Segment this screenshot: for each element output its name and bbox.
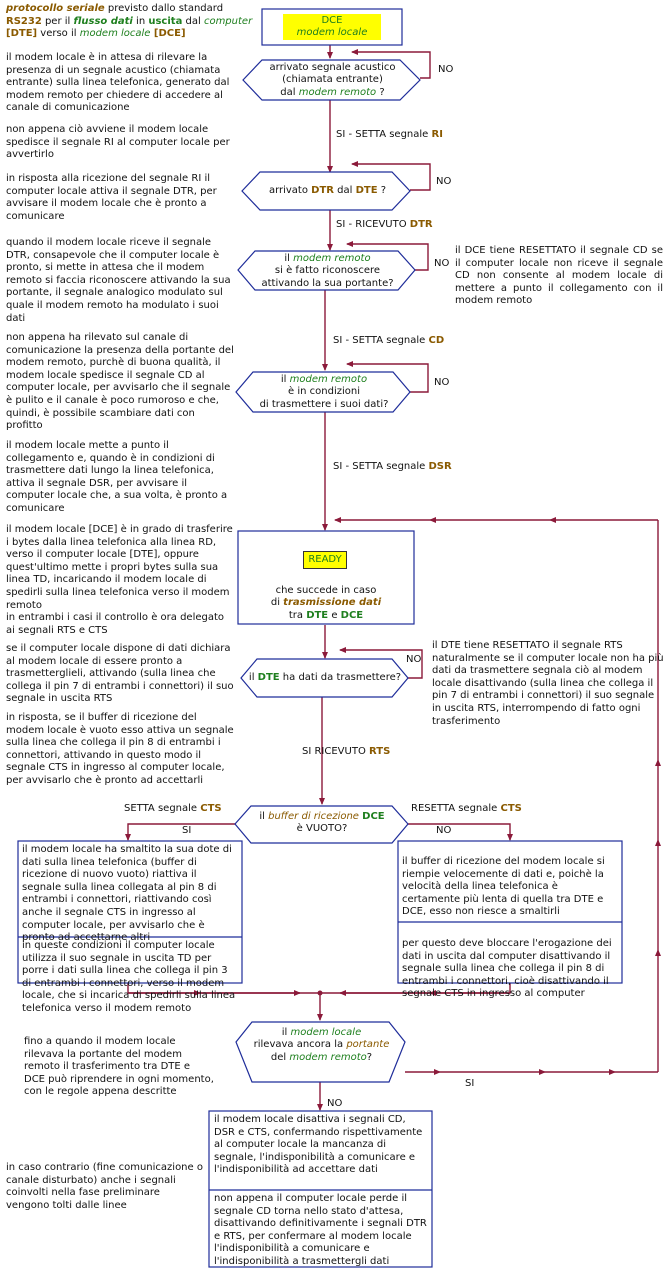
label-no-1: NO <box>438 64 454 75</box>
loop-line <box>346 241 429 271</box>
decision-d6-shape <box>234 805 409 844</box>
merge-dot <box>317 990 323 996</box>
dce-title-box: DCE modem locale <box>283 15 381 39</box>
left-box-frame <box>17 840 243 984</box>
label-si-setta-dsr: SI - SETTA segnale DSR <box>333 461 452 472</box>
label-no-2: NO <box>436 176 452 187</box>
decision-d6: il buffer di ricezione DCE è VUOTO? <box>259 811 385 835</box>
decision-d1-shape <box>242 59 421 101</box>
loop-line <box>351 49 431 79</box>
note-11: fino a quando il modem locale rilevava l… <box>24 1036 214 1098</box>
box-right-top: il buffer di ricezione del modem locale … <box>402 856 605 918</box>
note-6: il modem locale mette a punto il collega… <box>6 440 228 514</box>
box-right-bottom: per questo deve bloccare l'erogazione de… <box>402 938 612 1000</box>
note-1: il modem locale è in attesa di rilevare … <box>6 52 230 114</box>
note-2: non appena ciò avviene il modem locale s… <box>6 124 230 161</box>
loop-line <box>339 647 423 679</box>
label-no-right: NO <box>436 825 452 836</box>
end-box-frame <box>208 1110 433 1268</box>
right-note-rts: il DTE tiene RESETTATO il segnale RTS na… <box>432 640 664 727</box>
decision-d1: arrivato segnale acustico (chiamata entr… <box>269 62 396 98</box>
loop-line <box>351 161 431 191</box>
note-7: il modem locale [DCE] è in grado di tras… <box>6 524 233 611</box>
label-si-ricevuto-rts: SI RICEVUTO RTS <box>302 746 391 757</box>
branch-line <box>408 823 513 841</box>
ready-box-frame <box>237 530 415 625</box>
right-box-frame <box>397 840 623 984</box>
ready-caption: che succede in caso di trasmissione dati… <box>270 585 382 621</box>
dce-title: DCE <box>321 15 343 26</box>
loop-line <box>346 361 429 393</box>
decision-d4-shape <box>235 371 411 413</box>
decision-d7: il modem locale rilevava ancora la porta… <box>253 1027 390 1063</box>
decision-d2-shape <box>241 171 411 211</box>
label-si-setta-cd: SI - SETTA segnale CD <box>333 335 445 346</box>
box-end-top: il modem locale disattiva i segnali CD, … <box>214 1114 423 1176</box>
dce-subtitle: modem locale <box>296 27 368 38</box>
intro-text: protocollo seriale previsto dallo standa… <box>6 3 253 40</box>
note-3: in risposta alla ricezione del segnale R… <box>6 173 217 222</box>
label-si-setta-ri: SI - SETTA segnale RI <box>336 129 443 140</box>
decision-d3: il modem remoto si è fatto riconoscere a… <box>261 253 394 289</box>
decision-d2: arrivato DTR dal DTE ? <box>268 185 387 196</box>
label-no-bottom: NO <box>327 1098 343 1109</box>
box-left-top: il modem locale ha smaltito la sua dote … <box>22 844 232 944</box>
label-no-4: NO <box>434 377 450 388</box>
ready-badge: READY <box>303 551 347 569</box>
decision-d5-shape <box>240 658 409 698</box>
label-setta-cts: SETTA segnale CTS <box>124 803 222 814</box>
note-9: se il computer locale dispone di dati di… <box>6 643 234 705</box>
label-si-bottom: SI <box>465 1078 475 1089</box>
decision-d7-shape <box>235 1021 406 1083</box>
label-no-5: NO <box>406 654 422 665</box>
label-si-left: SI <box>182 825 192 836</box>
label-resetta-cts: RESETTA segnale CTS <box>411 803 522 814</box>
note-5: non appena ha rilevato sul canale di com… <box>6 332 234 432</box>
box-end-bottom: non appena il computer locale perde il s… <box>214 1193 427 1267</box>
decision-d5: il DTE ha dati da trasmettere? <box>248 672 402 683</box>
right-note-cd: il DCE tiene RESETTATO il segnale CD se … <box>455 245 663 307</box>
note-8: in entrambi i casi il controllo è ora de… <box>6 612 225 636</box>
note-10: in risposta, se il buffer di ricezione d… <box>6 712 234 786</box>
note-4: quando il modem locale riceve il segnale… <box>6 237 231 324</box>
branch-line <box>125 823 235 841</box>
label-no-3: NO <box>434 258 450 269</box>
decision-d4: il modem remoto è in condizioni di trasm… <box>259 374 389 410</box>
note-12: in caso contrario (fine comunicazione o … <box>6 1162 203 1211</box>
decision-d3-shape <box>237 250 416 291</box>
box-left-bottom: in queste condizioni il computer locale … <box>22 940 236 1014</box>
label-si-ricevuto-dtr: SI - RICEVUTO DTR <box>336 219 433 230</box>
